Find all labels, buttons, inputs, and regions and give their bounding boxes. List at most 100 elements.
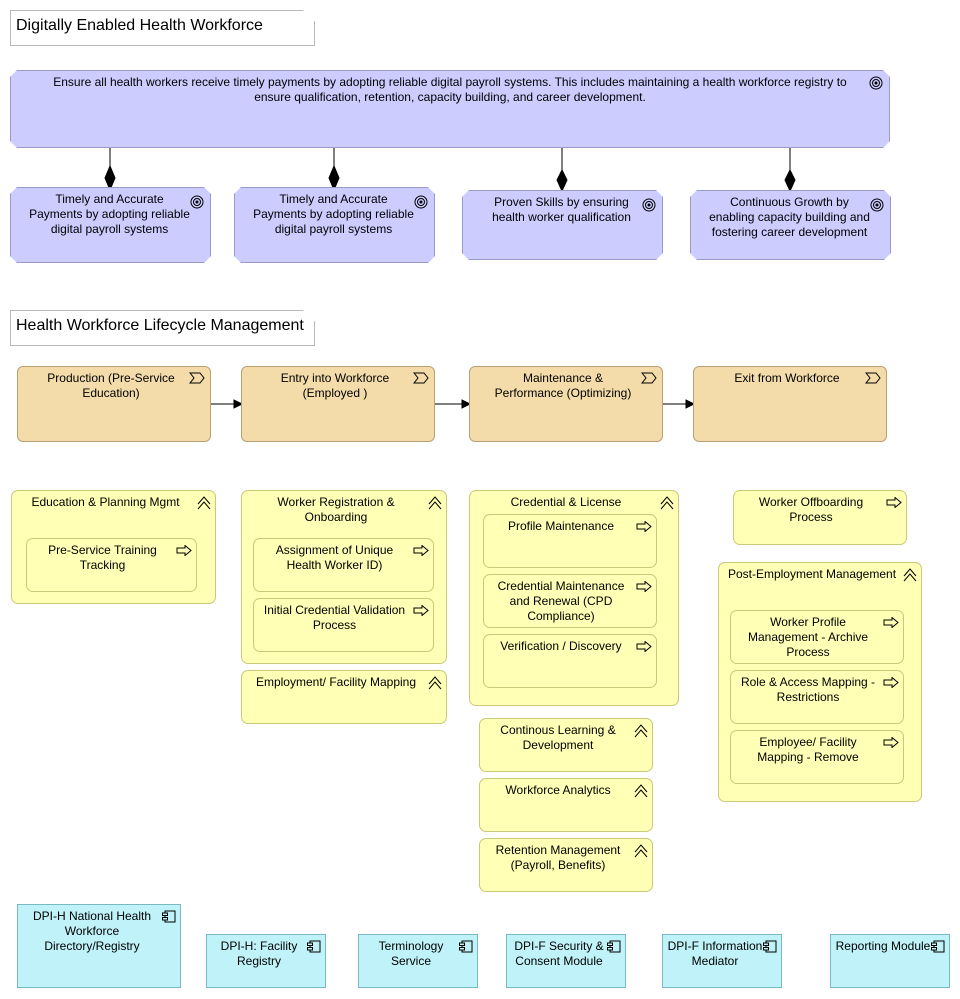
process-label: Credential Maintenance and Renewal (CPD … (497, 579, 625, 623)
process-arrow-icon (636, 641, 652, 652)
app-label: Terminology Service (378, 939, 444, 968)
application-component-icon (307, 940, 321, 953)
stage-maintenance[interactable]: Maintenance & Performance (Optimizing) (469, 366, 663, 442)
process-label: Initial Credential Validation Process (263, 603, 406, 632)
stage-production[interactable]: Production (Pre-Service Education) (17, 366, 211, 442)
process-label: Verification / Discovery (500, 639, 622, 653)
capability-label: Retention Management (Payroll, Benefits) (495, 843, 621, 872)
process-label: Profile Maintenance (507, 519, 615, 533)
composition-diamond (556, 168, 568, 193)
goal-text: Timely and Accurate Payments by adopting… (29, 192, 190, 236)
capability-label: Education & Planning Mgmt (31, 495, 180, 509)
target-icon (190, 195, 204, 209)
flow-arrowhead (461, 399, 472, 409)
capability-icon (903, 568, 917, 582)
stage-label: Entry into Workforce (Employed ) (280, 371, 390, 400)
process-role-access-restrictions[interactable]: Role & Access Mapping - Restrictions (730, 670, 904, 724)
group-digitally-enabled: Digitally Enabled Health Workforce (10, 10, 315, 46)
goal-timely-payments-2[interactable]: Timely and Accurate Payments by adopting… (234, 187, 435, 263)
app-facility-registry[interactable]: DPI-H: Facility Registry (206, 934, 326, 988)
process-label: Role & Access Mapping - Restrictions (740, 675, 876, 704)
capability-workforce-analytics[interactable]: Workforce Analytics (479, 778, 653, 832)
group-lifecycle-management: Health Workforce Lifecycle Management (10, 310, 315, 346)
process-pre-service-training[interactable]: Pre-Service Training Tracking (26, 538, 197, 592)
process-label: Worker Offboarding Process (758, 495, 864, 524)
goal-text: Timely and Accurate Payments by adopting… (253, 192, 414, 236)
application-component-icon (607, 940, 621, 953)
capability-icon (197, 496, 211, 510)
composition-diamond (328, 164, 340, 192)
target-icon (642, 198, 656, 212)
group-label: Health Workforce Lifecycle Management (16, 317, 304, 334)
stage-exit[interactable]: Exit from Workforce (693, 366, 887, 442)
process-profile-maintenance[interactable]: Profile Maintenance (483, 514, 657, 568)
capability-icon (634, 784, 648, 798)
process-label: Worker Profile Management - Archive Proc… (747, 615, 869, 659)
process-profile-archive[interactable]: Worker Profile Management - Archive Proc… (730, 610, 904, 664)
process-arrow-icon (413, 545, 429, 556)
goal-text: Proven Skills by ensuring health worker … (492, 195, 631, 224)
stage-label: Exit from Workforce (734, 371, 840, 385)
process-arrow-icon (886, 497, 902, 508)
application-component-icon (931, 940, 945, 953)
capability-icon (428, 496, 442, 510)
capability-icon (428, 676, 442, 690)
app-health-workforce-registry[interactable]: DPI-H National Health Workforce Director… (17, 904, 181, 988)
app-terminology-service[interactable]: Terminology Service (358, 934, 478, 988)
capability-continuous-learning[interactable]: Continous Learning & Development (479, 718, 653, 772)
stage-label: Maintenance & Performance (Optimizing) (494, 371, 632, 400)
capability-label: Continous Learning & Development (500, 723, 616, 752)
app-label: DPI-F Information Mediator (667, 939, 763, 968)
value-stream-icon (189, 372, 205, 384)
process-arrow-icon (413, 605, 429, 616)
app-information-mediator[interactable]: DPI-F Information Mediator (662, 934, 782, 988)
application-component-icon (763, 940, 777, 953)
stage-label: Production (Pre-Service Education) (47, 371, 175, 400)
process-assign-unique-id[interactable]: Assignment of Unique Health Worker ID) (253, 538, 434, 592)
capability-icon (634, 844, 648, 858)
goal-timely-payments-1[interactable]: Timely and Accurate Payments by adopting… (10, 187, 211, 263)
capability-label: Employment/ Facility Mapping (255, 675, 417, 689)
capability-label: Post-Employment Management (727, 567, 897, 581)
goal-proven-skills[interactable]: Proven Skills by ensuring health worker … (462, 190, 663, 260)
target-icon (870, 198, 884, 212)
app-label: DPI-F Security & Consent Module (514, 939, 604, 968)
process-arrow-icon (883, 617, 899, 628)
process-arrow-icon (176, 545, 192, 556)
process-initial-credential-validation[interactable]: Initial Credential Validation Process (253, 598, 434, 652)
process-arrow-icon (883, 677, 899, 688)
flow-arrowhead (233, 399, 244, 409)
main-goal-text: Ensure all health workers receive timely… (53, 75, 847, 104)
app-label: Reporting Module (835, 939, 931, 953)
composition-diamond (104, 164, 116, 192)
main-goal[interactable]: Ensure all health workers receive timely… (10, 70, 890, 148)
process-label: Pre-Service Training Tracking (48, 543, 157, 572)
process-facility-mapping-remove[interactable]: Employee/ Facility Mapping - Remove (730, 730, 904, 784)
target-icon (414, 195, 428, 209)
target-icon (869, 76, 883, 90)
goal-text: Continuous Growth by enabling capacity b… (709, 195, 870, 239)
application-component-icon (162, 910, 176, 923)
app-label: DPI-H National Health Workforce Director… (32, 909, 152, 953)
process-worker-offboarding[interactable]: Worker Offboarding Process (733, 490, 907, 545)
group-label: Digitally Enabled Health Workforce (16, 17, 263, 34)
process-label: Assignment of Unique Health Worker ID) (275, 543, 394, 572)
capability-label: Workforce Analytics (505, 783, 611, 797)
app-reporting-module[interactable]: Reporting Module (830, 934, 950, 988)
capability-icon (634, 724, 648, 738)
capability-retention-management[interactable]: Retention Management (Payroll, Benefits) (479, 838, 653, 892)
capability-employment-facility-mapping[interactable]: Employment/ Facility Mapping (241, 670, 447, 724)
application-component-icon (459, 940, 473, 953)
app-label: DPI-H: Facility Registry (220, 939, 298, 968)
stage-entry[interactable]: Entry into Workforce (Employed ) (241, 366, 435, 442)
goal-continuous-growth[interactable]: Continuous Growth by enabling capacity b… (690, 190, 891, 260)
value-stream-icon (413, 372, 429, 384)
process-verification-discovery[interactable]: Verification / Discovery (483, 634, 657, 688)
process-credential-maintenance-renewal[interactable]: Credential Maintenance and Renewal (CPD … (483, 574, 657, 628)
process-label: Employee/ Facility Mapping - Remove (757, 735, 859, 764)
capability-label: Worker Registration & Onboarding (277, 495, 395, 524)
value-stream-icon (865, 372, 881, 384)
capability-label: Credential & License (510, 495, 622, 509)
app-security-consent[interactable]: DPI-F Security & Consent Module (506, 934, 626, 988)
